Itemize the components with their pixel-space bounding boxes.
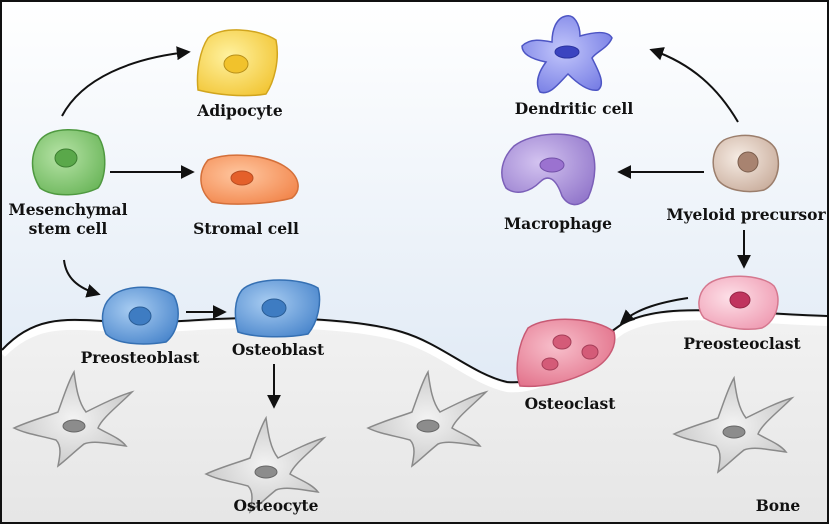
myeloid-precursor-cell — [712, 134, 780, 193]
label-myeloid-precursor: Myeloid precursor — [666, 205, 826, 224]
label-preosteoblast: Preosteoblast — [80, 348, 200, 367]
osteocyte-cell-4 — [672, 375, 795, 474]
label-msc-line1: Mesenchymal — [8, 200, 128, 219]
osteocyte-cell-3 — [366, 369, 489, 468]
label-adipocyte: Adipocyte — [197, 101, 283, 120]
arrow-msc-to-adipocyte — [61, 46, 191, 117]
stromal-cell — [200, 154, 299, 205]
label-osteoclast: Osteoclast — [524, 394, 616, 413]
preosteoblast-cell — [101, 286, 179, 345]
osteoblast-cell — [234, 279, 321, 338]
label-dendritic-cell: Dendritic cell — [514, 99, 634, 118]
label-preosteoclast: Preosteoclast — [683, 334, 801, 353]
label-stromal-cell: Stromal cell — [193, 219, 299, 238]
preosteoclast-cell — [698, 275, 779, 330]
osteocyte-cell-2 — [204, 415, 327, 514]
label-macrophage: Macrophage — [504, 214, 612, 233]
label-osteoblast: Osteoblast — [231, 340, 325, 359]
label-bone: Bone — [755, 496, 801, 515]
macrophage-cell — [501, 133, 596, 206]
mesenchymal-stem-cell — [31, 129, 106, 196]
osteoclast-cell — [516, 318, 616, 388]
label-osteocyte: Osteocyte — [233, 496, 319, 515]
osteocyte-cell-1 — [12, 369, 135, 468]
arrow-myeloid-to-dendritic — [649, 47, 739, 123]
arrow-msc-to-preosteoblast — [63, 259, 101, 298]
label-msc-line2: stem cell — [28, 219, 108, 238]
arrow-preosteoclast-to-osteoclast — [619, 297, 689, 324]
label-mesenchymal-stem-cell: Mesenchymal stem cell — [9, 200, 128, 238]
dendritic-cell — [521, 15, 613, 94]
adipocyte-cell — [196, 29, 278, 97]
